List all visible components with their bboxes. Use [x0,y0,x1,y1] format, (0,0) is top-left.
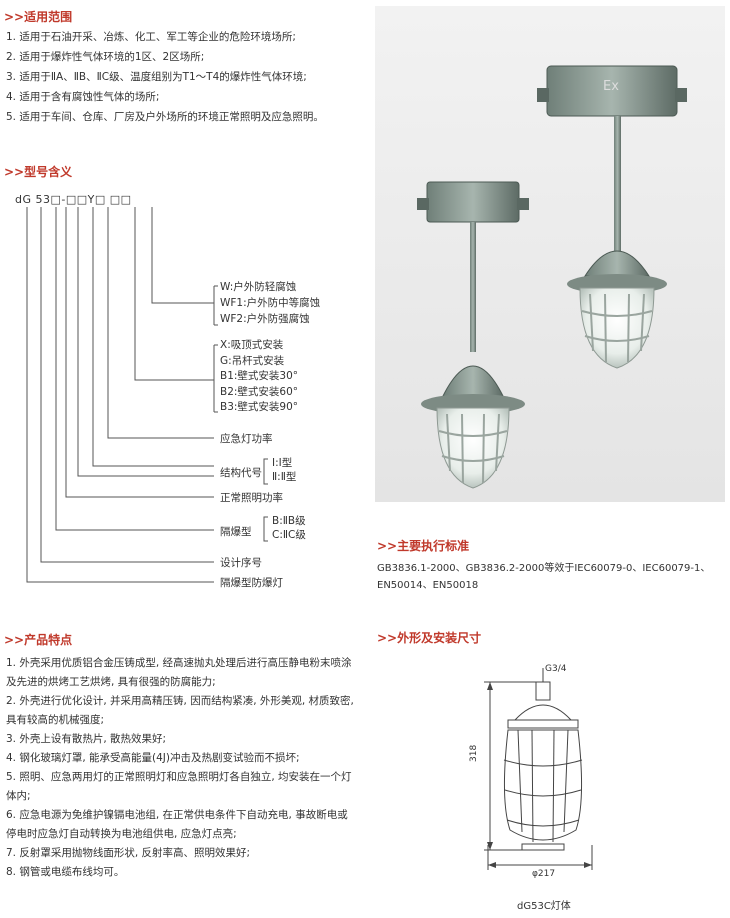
dimension-drawing [484,668,593,870]
model-title: >>型号含义 [4,165,73,179]
feature-item: 5. 照明、应急两用灯的正常照明灯和应急照明灯各自独立, 均安装在一个灯体内; [6,771,352,802]
corrosion-options: W:户外防轻腐蚀 WF1:户外防中等腐蚀 WF2:户外防强腐蚀 [220,279,320,327]
structure-label: 结构代号 [220,467,262,479]
scope-item: 5. 适用于车间、仓库、厂房及户外场所的环境正常照明及应急照明。 [6,111,324,123]
model-diagram-lines [26,207,268,583]
lamp-type-label: 隔爆型防爆灯 [220,577,283,589]
scope-title: >>适用范围 [4,10,73,24]
standards-title: >>主要执行标准 [377,539,470,553]
scope-item: 4. 适用于含有腐蚀性气体的场所; [6,91,160,103]
features-list: 1. 外壳采用优质铝合金压铸成型, 经高速抛丸处理后进行高压静电粉末喷涂及先进的… [6,654,356,882]
mounting-option: B1:壁式安装30° [220,370,299,382]
feature-item: 2. 外壳进行优化设计, 并采用高精压铸, 因而结构紧凑, 外形美观, 材质致密… [6,695,354,726]
diameter-dimension: φ217 [532,869,556,879]
corrosion-option: WF2:户外防强腐蚀 [220,313,310,325]
feature-item: 8. 钢管或电缆布线均可。 [6,866,125,878]
thread-dimension: G3/4 [545,664,567,674]
mounting-options: X:吸顶式安装 G:吊杆式安装 B1:壁式安装30° B2:壁式安装60° B3:壁式安… [220,338,298,416]
structure-option: Ⅰ:Ⅰ型 [272,457,293,469]
height-dimension: 318 [469,744,479,762]
scope-item: 1. 适用于石油开采、冶炼、化工、军工等企业的危险环境场所; [6,31,296,43]
scope-item: 3. 适用于ⅡA、ⅡB、ⅡC级、温度组别为T1～T4的爆炸性气体环境; [6,71,307,83]
junction-box-small [417,181,529,223]
explosion-options: B:ⅡB级 C:ⅡC级 [272,514,306,542]
explosion-option: B:ⅡB级 [272,515,306,527]
emergency-power-label: 应急灯功率 [220,433,273,445]
scope-list: 1. 适用于石油开采、冶炼、化工、军工等企业的危险环境场所; 2. 适用于爆炸性气… [6,27,366,127]
explosion-label: 隔爆型 [220,526,252,538]
corrosion-option: W:户外防轻腐蚀 [220,281,297,293]
drawing-caption: dG53C灯体 [517,901,571,912]
mounting-option: B2:壁式安装60° [220,385,299,398]
structure-option: Ⅱ:Ⅱ型 [272,471,297,483]
junction-box-large: Ex [537,65,687,117]
standards-text: GB3836.1-2000、GB3836.2-2000等效于IEC60079-0… [377,563,711,591]
dimensions-title: >>外形及安装尺寸 [377,631,482,645]
feature-item: 7. 反射罩采用抛物线面形状, 反射率高、照明效果好; [6,847,251,859]
mounting-option: B3:壁式安装90° [220,401,299,413]
explosion-option: C:ⅡC级 [272,529,306,541]
mounting-option: X:吸顶式安装 [220,339,284,351]
structure-options: Ⅰ:Ⅰ型 Ⅱ:Ⅱ型 [272,456,296,484]
features-title: >>产品特点 [4,633,73,647]
design-no-label: 设计序号 [220,557,262,569]
feature-item: 1. 外壳采用优质铝合金压铸成型, 经高速抛丸处理后进行高压静电粉末喷涂及先进的… [6,657,352,688]
normal-power-label: 正常照明功率 [220,492,283,504]
feature-item: 4. 钢化玻璃灯罩, 能承受高能量(4J)冲击及热剧变试验而不损坏; [6,752,300,764]
feature-item: 3. 外壳上设有散热片, 散热效果好; [6,733,167,745]
ex-mark: Ex [603,79,619,94]
corrosion-option: WF1:户外防中等腐蚀 [220,297,321,309]
feature-item: 6. 应急电源为免维护镍镉电池组, 在正常供电条件下自动充电, 事故断电或停电时… [6,809,348,840]
scope-item: 2. 适用于爆炸性气体环境的1区、2区场所; [6,51,205,63]
product-photo: Ex [375,6,725,502]
model-code: dG 53□-□□Y□ □□ [15,193,132,206]
mounting-option: G:吊杆式安装 [220,354,285,367]
